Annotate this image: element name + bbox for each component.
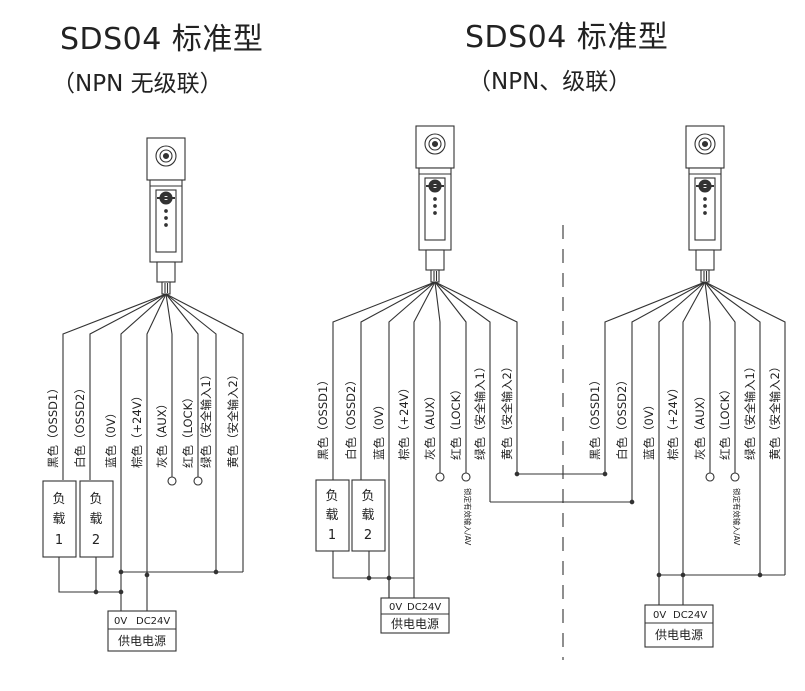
left-power-supply xyxy=(107,610,177,652)
left-load1-text: 负 xyxy=(52,492,65,507)
right1-power-supply xyxy=(380,597,450,634)
right1-wire-label: 白色（OSSD2） xyxy=(344,374,358,460)
cascade-link xyxy=(490,471,635,505)
right2-terminals xyxy=(705,472,740,482)
left-load1-text: 1 xyxy=(55,533,63,548)
right2-bus xyxy=(656,572,785,605)
right2-wire-label: 红色（LOCK） xyxy=(718,383,732,460)
left-psu-24v: DC24V xyxy=(136,616,170,627)
left-wire-label: 红色（LOCK） xyxy=(181,391,195,468)
right2-psu-0v: 0V xyxy=(653,610,666,621)
left-load2-text: 负 xyxy=(89,492,102,507)
right1-terminals xyxy=(435,472,471,482)
right1-psu-24v: DC24V xyxy=(407,602,441,613)
left-wire-fan xyxy=(62,293,244,592)
right1-loads xyxy=(315,479,415,598)
right2-wire-fan xyxy=(604,281,786,605)
right1-psu-label: 供电电源 xyxy=(391,617,439,631)
left-loads xyxy=(42,480,243,611)
right2-wire-label: 黑色（OSSD1） xyxy=(588,374,602,460)
left-psu-0v: 0V xyxy=(114,616,127,627)
left-wire-label: 黄色（安全输入2） xyxy=(226,369,240,468)
right1-wire-label: 红色（LOCK） xyxy=(449,383,463,460)
right-subtitle: （NPN、级联） xyxy=(468,69,632,95)
right2-psu-label: 供电电源 xyxy=(655,628,703,642)
right-sensor-2 xyxy=(685,125,725,283)
right1-lock-note: 锁定有效输入/AV xyxy=(463,488,473,546)
left-psu-label: 供电电源 xyxy=(118,634,166,648)
left-wire-label: 绿色（安全输入1） xyxy=(199,369,213,468)
right1-load2-text: 负 xyxy=(361,489,374,504)
left-wire-label: 棕色（+24V） xyxy=(130,390,144,468)
left-wire-label: 蓝色（0V） xyxy=(104,407,118,468)
left-subtitle: （NPN 无级联） xyxy=(52,71,223,97)
right1-wire-label: 灰色（AUX） xyxy=(423,390,437,460)
left-load2-text: 载 xyxy=(89,512,102,527)
right2-psu-24v: DC24V xyxy=(673,610,707,621)
right1-load2-text: 载 xyxy=(361,508,374,523)
right2-lock-note: 锁定有效输入/AV xyxy=(732,488,742,546)
right2-power-supply xyxy=(644,604,714,648)
right1-wire-label: 蓝色（0V） xyxy=(372,399,386,460)
left-sensor xyxy=(146,137,186,295)
right1-wire-label: 黑色（OSSD1） xyxy=(316,374,330,460)
right1-wire-label: 棕色（+24V） xyxy=(397,382,411,460)
right1-wire-label: 黄色（安全输入2） xyxy=(500,361,514,460)
left-load1-text: 载 xyxy=(52,512,65,527)
right2-wire-label: 蓝色（0V） xyxy=(642,399,656,460)
right1-load1-text: 1 xyxy=(328,528,336,543)
right-sensor-1 xyxy=(415,125,455,283)
right2-wire-label: 棕色（+24V） xyxy=(666,382,680,460)
right2-wire-label: 黄色（安全输入2） xyxy=(768,361,782,460)
right-title: SDS04 标准型 xyxy=(465,20,669,55)
right1-psu-0v: 0V xyxy=(389,602,402,613)
right2-wire-label: 白色（OSSD2） xyxy=(615,374,629,460)
right1-load1-text: 负 xyxy=(325,489,338,504)
right2-wire-label: 灰色（AUX） xyxy=(693,390,707,460)
left-wire-label: 白色（OSSD2） xyxy=(73,382,87,468)
left-terminals xyxy=(167,476,203,486)
left-title: SDS04 标准型 xyxy=(60,22,264,57)
right1-wire-fan xyxy=(332,281,518,598)
left-wire-label: 灰色（AUX） xyxy=(155,398,169,468)
right1-load2-text: 2 xyxy=(364,528,372,543)
right1-load1-text: 载 xyxy=(325,508,338,523)
left-wire-label: 黑色（OSSD1） xyxy=(46,382,60,468)
right1-wire-label: 绿色（安全输入1） xyxy=(473,361,487,460)
right2-wire-label: 绿色（安全输入1） xyxy=(743,361,757,460)
left-load2-text: 2 xyxy=(92,533,100,548)
